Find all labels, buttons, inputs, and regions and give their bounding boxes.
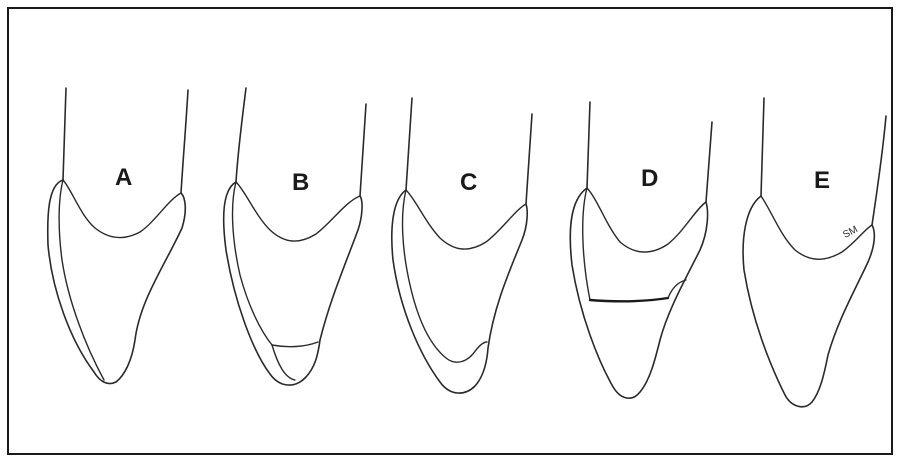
tooth-d-cej	[587, 188, 706, 252]
tooth-d-enamel-line	[583, 188, 590, 300]
tooth-c: C	[392, 98, 532, 393]
tooth-a-root-right	[181, 90, 188, 193]
tooth-d: D	[570, 102, 712, 398]
tooth-a-label: A	[115, 164, 132, 191]
tooth-b-tip	[272, 345, 295, 380]
tooth-c-cej	[406, 190, 526, 249]
tooth-d-restoration-floor	[590, 298, 668, 301]
tooth-e: E SM	[743, 98, 886, 407]
tooth-e-root-right	[872, 116, 886, 225]
tooth-b-restoration-edge	[272, 342, 318, 347]
tooth-c-root-left	[406, 98, 412, 190]
tooth-b-root-left	[236, 88, 246, 182]
tooth-b-root-right	[360, 104, 366, 196]
tooth-d-root-right	[706, 122, 712, 202]
tooth-b-crown	[224, 182, 362, 385]
tooth-c-label: C	[460, 169, 477, 196]
tooth-d-label: D	[641, 165, 658, 192]
tooth-a-crown	[48, 180, 186, 384]
tooth-e-root-left	[761, 98, 764, 196]
tooth-d-crown	[570, 188, 707, 398]
tooth-c-root-right	[526, 114, 532, 204]
tooth-d-root-left	[587, 102, 590, 188]
tooth-a: A	[48, 88, 188, 384]
tooth-b: B	[224, 88, 366, 385]
tooth-a-root-left	[63, 88, 66, 180]
tooth-e-label: E	[814, 167, 830, 194]
tooth-b-label: B	[292, 169, 309, 196]
